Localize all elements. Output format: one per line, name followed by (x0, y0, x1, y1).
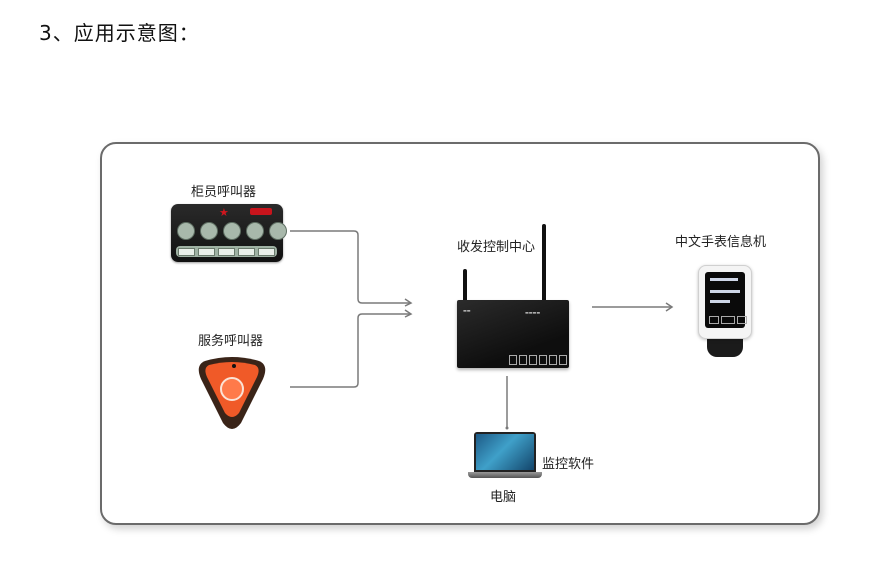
button-tag (197, 247, 215, 256)
call-button-icon (223, 222, 241, 240)
counter-caller-label: 柜员呼叫器 (191, 185, 257, 200)
antenna-icon (463, 269, 467, 302)
laptop-display (476, 434, 534, 470)
arrowhead-watch (665, 302, 674, 312)
key-icon (509, 355, 517, 365)
laptop-base (468, 472, 542, 478)
control-center-label: 收发控制中心 (457, 240, 536, 255)
arrowhead-service (404, 309, 413, 318)
counter-caller-device: ★ (171, 204, 287, 262)
service-caller-device (198, 357, 266, 429)
key-icon (519, 355, 527, 365)
call-button-icon (200, 222, 218, 240)
left-arrow-icon (709, 316, 719, 324)
device-keypad (509, 355, 567, 365)
connector-service-to-center (290, 313, 410, 388)
monitor-software-label: 监控软件 (542, 457, 595, 472)
call-button-icon (269, 222, 287, 240)
brand-logo-icon (250, 208, 272, 215)
section-heading: 3、应用示意图： (39, 21, 200, 45)
connector-counter-to-center (290, 230, 410, 304)
watch-strap (707, 337, 743, 357)
laptop-screen (474, 432, 536, 472)
button-label-strip (176, 246, 277, 257)
watch-screen (705, 272, 747, 328)
key-icon (559, 355, 567, 365)
button-tag (258, 247, 276, 256)
watch-nav-buttons (709, 316, 747, 324)
service-call-button (220, 377, 244, 401)
button-tag (217, 247, 235, 256)
control-center-device: ▬▬ ▬▬▬▬ (457, 300, 569, 368)
star-logo-icon: ★ (219, 206, 229, 219)
key-icon (529, 355, 537, 365)
call-button-icon (246, 222, 264, 240)
device-brand-mark: ▬▬ (463, 308, 471, 313)
watch-receiver-label: 中文手表信息机 (675, 235, 767, 250)
button-tag (238, 247, 256, 256)
arrowhead-counter (404, 298, 413, 307)
call-button-icon (177, 222, 195, 240)
device-model-mark: ▬▬▬▬ (525, 310, 541, 315)
indicator-light-icon (232, 364, 236, 368)
connector-end-dot (505, 426, 509, 430)
button-tag (177, 247, 195, 256)
screen-text-line (710, 290, 740, 293)
key-icon (539, 355, 547, 365)
key-icon (549, 355, 557, 365)
antenna-icon (542, 224, 546, 302)
service-caller-label: 服务呼叫器 (198, 334, 264, 349)
screen-text-line (710, 278, 738, 281)
computer-label: 电脑 (490, 490, 517, 505)
screen-text-line (710, 300, 730, 303)
ok-button-icon (721, 316, 735, 324)
watch-receiver-device (698, 265, 752, 339)
counter-caller-buttons (177, 222, 287, 240)
right-arrow-icon (737, 316, 747, 324)
